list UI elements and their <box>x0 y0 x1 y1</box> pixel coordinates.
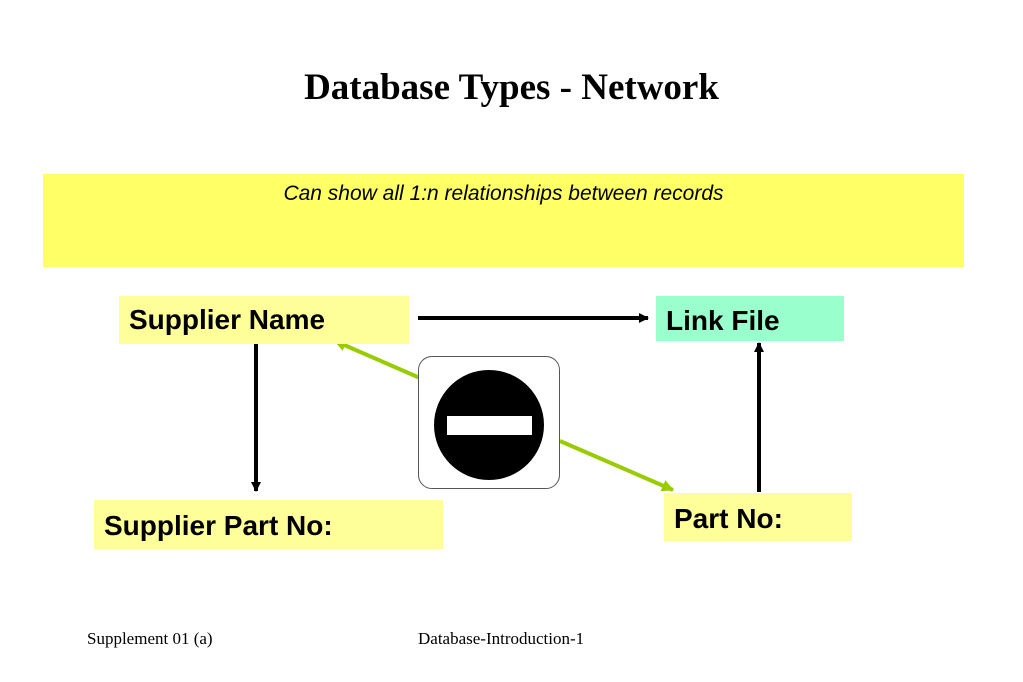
supplier-name-record: Supplier Name <box>119 296 409 344</box>
highlight-banner: Can show all 1:n relationships between r… <box>43 174 964 267</box>
slide-title: Database Types - Network <box>304 67 719 108</box>
link-file-record: Link File <box>656 296 844 341</box>
footer-center: Database-Introduction-1 <box>418 629 585 648</box>
no-entry-icon <box>418 356 560 489</box>
blocked-arrow-to-part-no <box>559 439 674 492</box>
supplier-part-no-record: Supplier Part No: <box>94 500 443 549</box>
part-no-record: Part No: <box>664 493 852 541</box>
footer-left: Supplement 01 (a) <box>87 629 213 648</box>
blocked-arrow-to-supplier-name <box>334 339 421 380</box>
banner-text: Can show all 1:n relationships between r… <box>283 182 724 205</box>
